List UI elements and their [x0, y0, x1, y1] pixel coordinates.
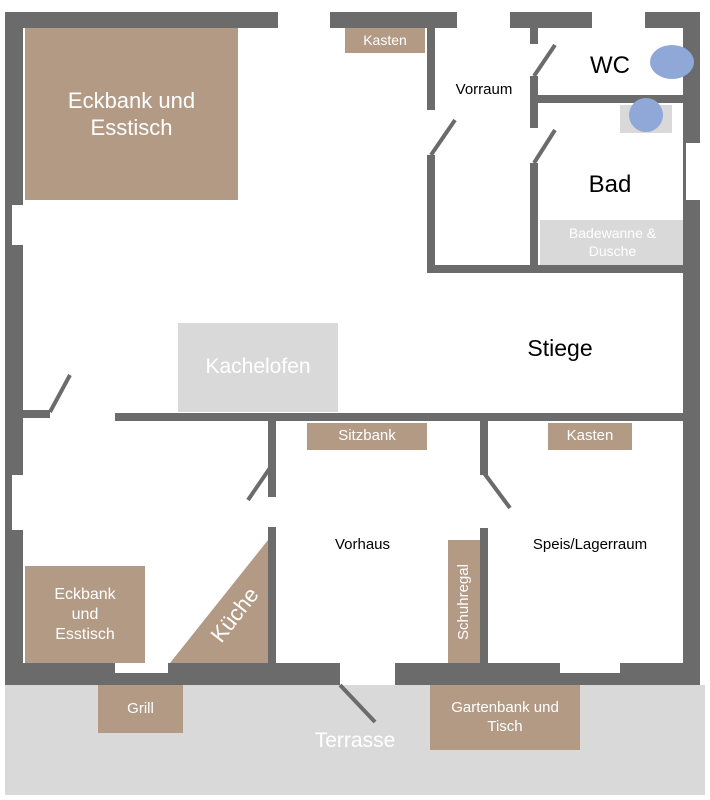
room-stiege: Stiege	[527, 334, 593, 361]
room-speis: Speis/Lagerraum	[532, 535, 648, 553]
eckbank-small-label: Eckbank und Esstisch	[54, 585, 116, 643]
room-terrasse: Terrasse	[314, 728, 396, 752]
sitzbank-label: Sitzbank	[338, 427, 396, 445]
furniture-shapes	[25, 28, 694, 750]
gartenbank-label: Gartenbank und Tisch	[451, 698, 559, 735]
toilet-icon	[650, 45, 694, 79]
sink-icon	[629, 98, 663, 132]
eckbank-large-label: Eckbank und Esstisch	[67, 87, 196, 141]
doors	[48, 43, 557, 724]
windows	[12, 12, 700, 673]
grill-label: Grill	[127, 699, 154, 717]
kasten-right-label: Kasten	[566, 427, 614, 445]
room-wc: WC	[590, 52, 630, 79]
walls	[5, 12, 700, 685]
room-vorraum: Vorraum	[455, 81, 513, 99]
schuhregal-label: Schuhregal	[454, 564, 472, 640]
badewanne-label: Badewanne & Dusche	[568, 225, 657, 259]
kachelofen-label: Kachelofen	[205, 355, 311, 379]
room-vorhaus: Vorhaus	[334, 535, 391, 553]
room-bad: Bad	[588, 171, 632, 198]
kasten-top-label: Kasten	[363, 31, 407, 48]
